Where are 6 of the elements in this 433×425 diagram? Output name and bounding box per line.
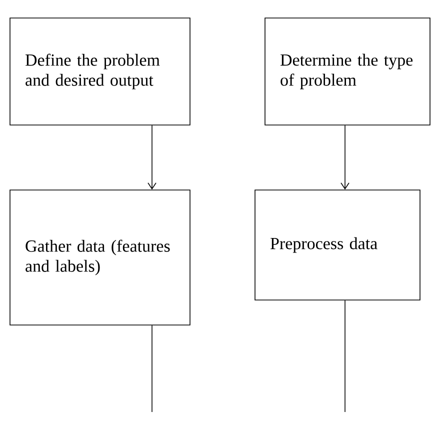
process-box: Preprocess data (254, 190, 420, 300)
arrow (340, 125, 350, 190)
process-box: Determine the type of problem (264, 18, 430, 126)
arrow (148, 125, 156, 190)
process-box: Define the problem and desired output (10, 18, 190, 126)
process-box: Gather data (features and labels) (10, 190, 190, 326)
